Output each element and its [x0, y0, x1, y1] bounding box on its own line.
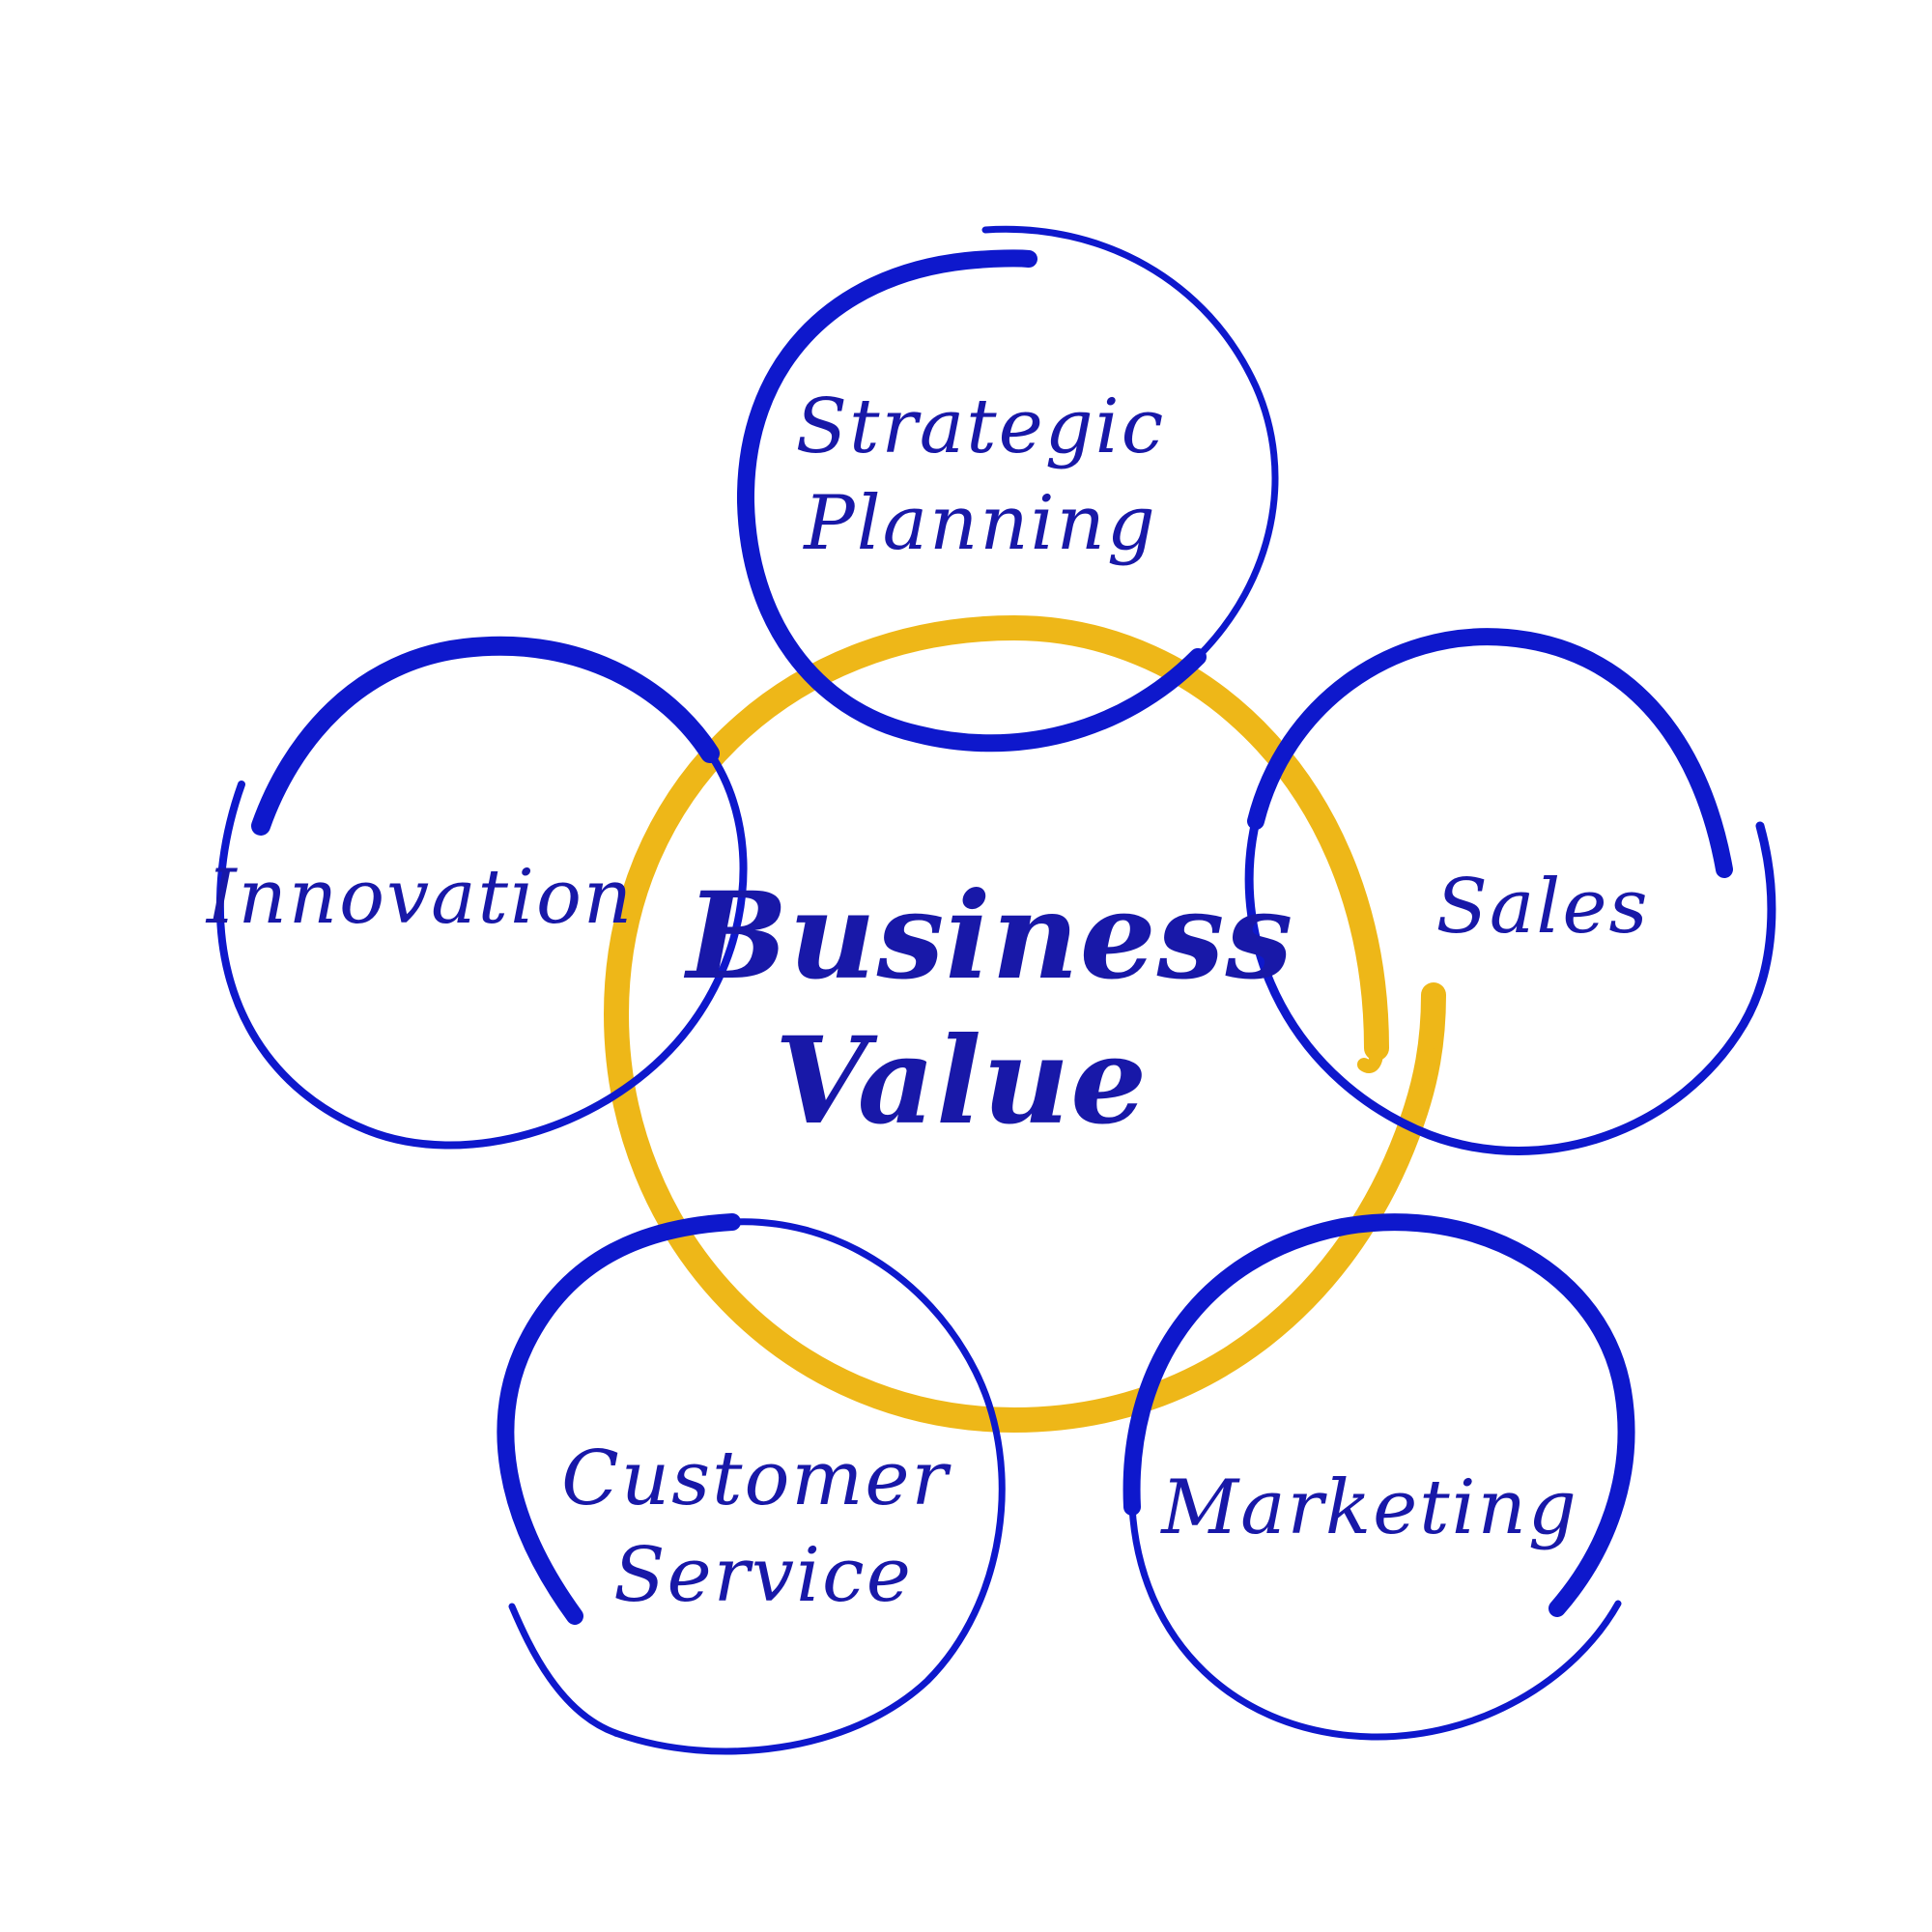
strategic-planning-label-line1: Strategic [796, 384, 1166, 470]
sales-arc-main [1247, 628, 1733, 878]
center-ring-tail [1357, 1041, 1384, 1073]
center-ring [603, 614, 1446, 1434]
center-label-line2: Value [775, 1011, 1148, 1151]
innovation-arc-thin [215, 750, 748, 1150]
customer-service-label-line1: Customer [561, 1435, 952, 1522]
customer-service-arc-main [497, 1213, 741, 1625]
strategic-planning-arc-main [736, 249, 1207, 753]
center-ring-arc-main [603, 614, 1446, 1434]
marketing-label: Marketing [1159, 1464, 1578, 1551]
strategic-planning-circle [736, 225, 1279, 753]
center-ring-arc-thin [1419, 990, 1438, 1087]
strategic-planning-label-line2: Planning [802, 480, 1157, 567]
sales-circle [1244, 628, 1776, 1155]
strategic-planning-arc-thin [981, 225, 1279, 661]
customer-service-label-line2: Service [613, 1532, 913, 1619]
marketing-circle [1122, 1213, 1635, 1741]
innovation-label: Innovation [205, 854, 634, 941]
innovation-circle [215, 636, 748, 1150]
innovation-arc-main [251, 636, 720, 836]
customer-service-circle [497, 1213, 1006, 1755]
marketing-arc-thin [1128, 1503, 1622, 1741]
center-label-line1: Business [684, 867, 1294, 1007]
sales-arc-thin [1244, 816, 1776, 1155]
customer-service-arc-thin [508, 1218, 1006, 1755]
sales-label: Sales [1435, 864, 1649, 951]
marketing-arc-main [1122, 1213, 1635, 1617]
